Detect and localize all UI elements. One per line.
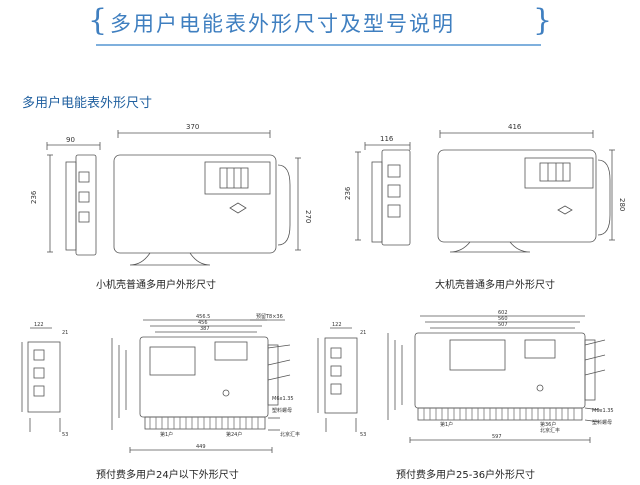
p24-top-2: 456 [198, 320, 208, 326]
large-front-height: 280 [618, 198, 626, 211]
title-right-brace: } [533, 3, 553, 38]
small-front-width: 370 [186, 123, 199, 131]
p24-label-5: 北京汇丰 [280, 431, 300, 438]
p36-top-3: 507 [498, 322, 508, 328]
p24-label-6: 第1户 [160, 431, 173, 438]
p36-label-3: 塑料螺母 [592, 419, 612, 426]
p36-top-2: 560 [498, 316, 508, 322]
p24-label-2: M6x1.35 [272, 396, 294, 402]
large-case-drawing [355, 130, 615, 253]
title-left-brace: { [88, 3, 108, 38]
small-side-height: 236 [30, 190, 38, 204]
p24-top-3: 387 [200, 326, 210, 332]
p24-side-a: 21 [62, 330, 68, 336]
section-heading: 多用户电能表外形尺寸 [22, 96, 153, 111]
p36-side-b: 53 [360, 432, 366, 438]
p24-side-top: 122 [34, 322, 44, 328]
small-side-width: 90 [66, 136, 75, 144]
title-banner: { 多用户电能表外形尺寸及型号说明 } [88, 2, 558, 42]
caption-prepaid24: 预付费多用户24户以下外形尺寸 [96, 470, 239, 481]
p36-label-4: 北京汇丰 [540, 427, 560, 434]
p24-label-1: 预留T8×36 [256, 313, 283, 320]
caption-prepaid36: 预付费多用户25-36户外形尺寸 [396, 470, 536, 481]
p36-label-5: 第1户 [440, 421, 453, 428]
p36-top-1: 602 [498, 310, 508, 316]
large-front-width: 416 [508, 123, 522, 131]
p36-bottom: 597 [492, 434, 502, 440]
p36-side-a: 21 [360, 330, 366, 336]
p36-label-1: 第36户 [540, 421, 556, 428]
p36-label-2: M6x1.35 [592, 408, 614, 414]
large-side-width: 116 [380, 135, 394, 143]
title-underline [96, 44, 541, 46]
caption-small: 小机壳普通多用户外形尺寸 [96, 280, 216, 291]
p24-top-1: 456.5 [196, 314, 210, 320]
p24-label-3: 塑料螺母 [272, 407, 292, 414]
caption-large: 大机壳普通多用户外形尺寸 [435, 280, 555, 291]
prepaid36-drawing [317, 315, 606, 443]
p24-side-b: 53 [62, 432, 68, 438]
p36-side-top: 122 [332, 322, 342, 328]
small-front-height: 270 [304, 210, 312, 223]
p24-label-4: 第24户 [226, 431, 242, 438]
small-case-drawing [46, 130, 301, 266]
large-side-height: 236 [344, 186, 352, 200]
p24-bottom: 449 [196, 444, 206, 450]
page-title: 多用户电能表外形尺寸及型号说明 [110, 12, 455, 36]
prepaid24-drawing [21, 319, 291, 453]
